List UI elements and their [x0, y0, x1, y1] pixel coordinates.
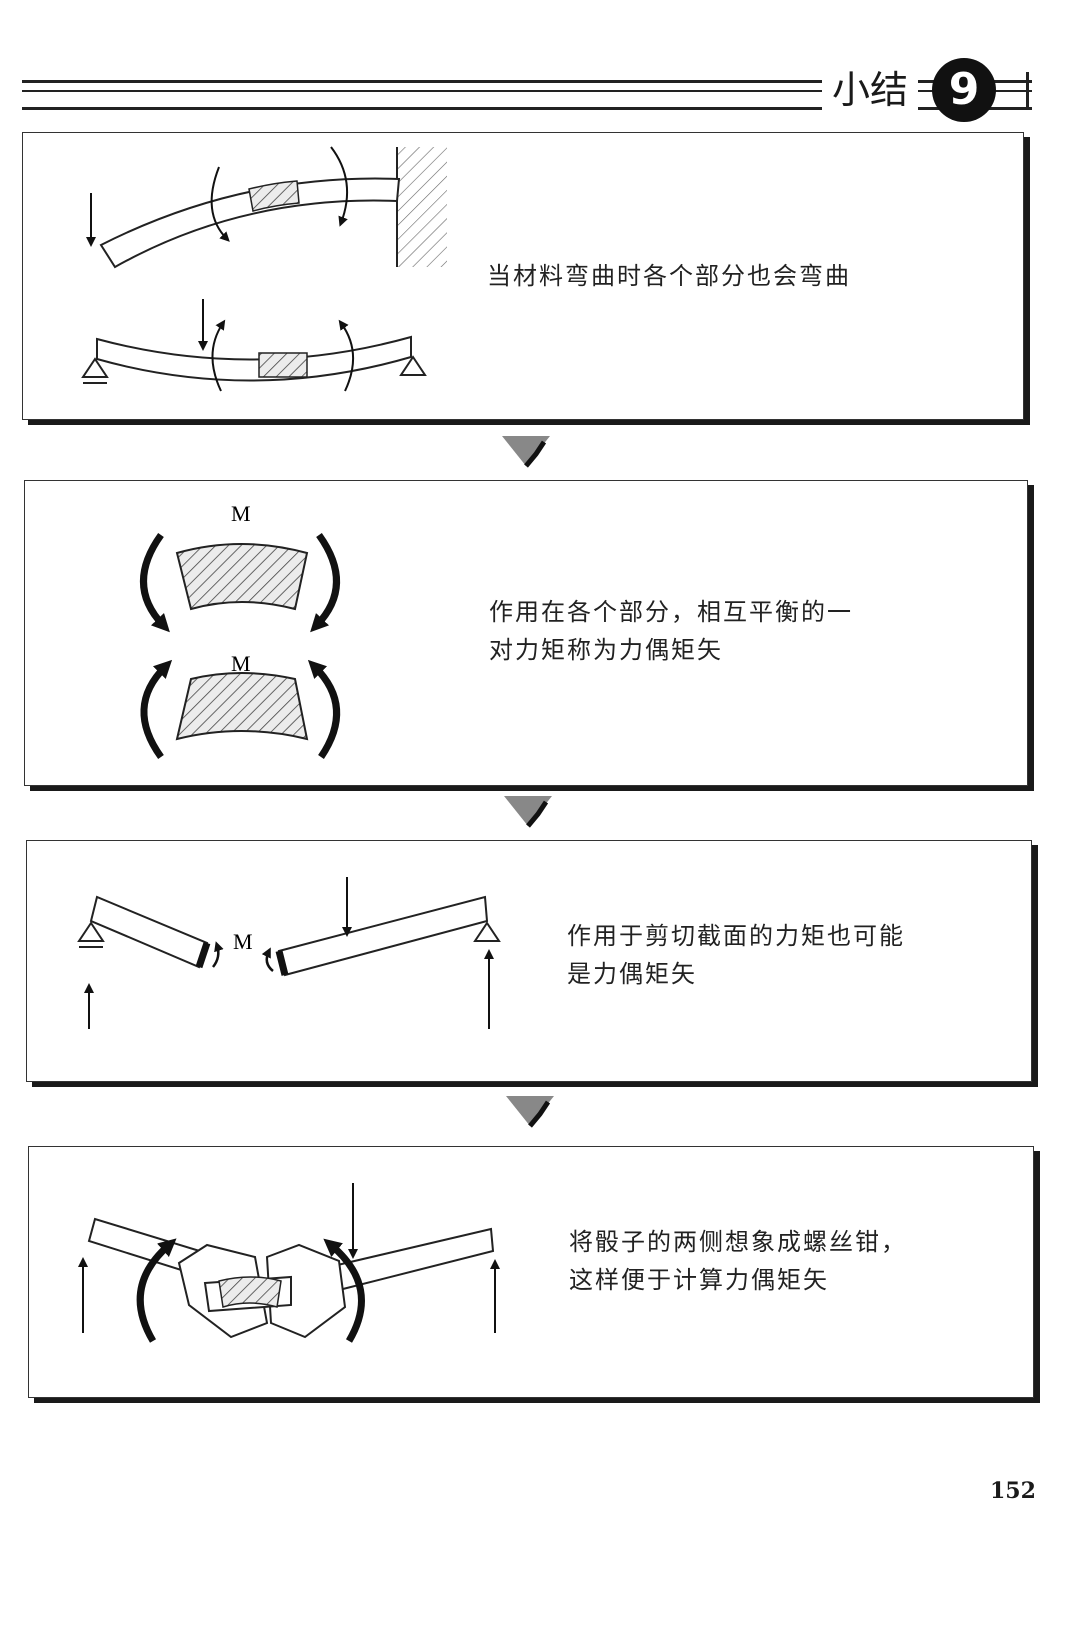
- section-title: 小结: [822, 62, 918, 118]
- roller-support: [399, 355, 427, 376]
- moment-arrow: [261, 947, 274, 972]
- left-beam-piece: [89, 895, 209, 969]
- roller-support: [473, 921, 501, 942]
- panel-caption: 当材料弯曲时各个部分也会弯曲: [487, 262, 851, 290]
- flow-down-arrow-icon: [502, 436, 550, 468]
- page-number: 152: [990, 1478, 1036, 1504]
- cantilever-beam: [99, 177, 401, 269]
- right-beam-piece: [277, 895, 489, 977]
- panel-caption: 作用于剪切截面的力矩也可能 是力偶矩矢: [567, 922, 905, 988]
- panel-caption: 将骰子的两侧想象成螺丝钳， 这样便于计算力偶矩矢: [569, 1228, 907, 1294]
- moment-arrow: [140, 532, 170, 633]
- couple-moment-diagram: M M: [140, 501, 341, 760]
- section-number-badge: 9: [932, 58, 996, 122]
- shear-section-diagram: M: [77, 877, 501, 1029]
- moment-arrow: [136, 1238, 177, 1343]
- hatched-segment-top: [175, 543, 309, 611]
- flow-down-arrow-icon: [504, 796, 552, 828]
- moment-arrow: [310, 532, 340, 633]
- hatched-section: [218, 1276, 282, 1308]
- pin-support: [81, 357, 109, 378]
- moment-arrow: [338, 319, 355, 392]
- moment-arrow: [211, 941, 224, 968]
- flow-down-arrow-icon: [506, 1096, 554, 1128]
- simple-beam: [96, 335, 412, 382]
- right-vise-jaw: [265, 1243, 347, 1339]
- panel-caption: 作用在各个部分，相互平衡的一 对力矩称为力偶矩矢: [489, 598, 853, 664]
- moment-label-bottom: M: [231, 651, 251, 676]
- header-rule-end: [1026, 72, 1029, 108]
- moment-arrow: [210, 166, 230, 242]
- moment-arrow: [140, 659, 173, 760]
- moment-arrow: [307, 659, 341, 759]
- pin-support: [77, 921, 105, 942]
- moment-arrow: [323, 1238, 365, 1343]
- fixed-wall: [397, 147, 447, 267]
- vise-analogy-diagram: [78, 1183, 500, 1343]
- moment-arrow: [211, 319, 226, 392]
- simple-beam-hatched-section: [258, 352, 308, 378]
- header-rule-lines: [22, 80, 1032, 110]
- panel-vise-analogy: 将骰子的两侧想象成螺丝钳， 这样便于计算力偶矩矢: [28, 1146, 1034, 1398]
- panel-shear-section: M 作用于剪切截面的力矩也可能 是力偶矩矢: [26, 840, 1032, 1082]
- panel-couple-moment: M M 作用在各个部分，相互平衡的一 对力矩称为力偶矩矢: [24, 480, 1028, 786]
- cantilever-hatched-section: [248, 180, 300, 212]
- panel-bending-parts: 当材料弯曲时各个部分也会弯曲: [22, 132, 1024, 420]
- moment-arrow: [330, 146, 349, 227]
- moment-label: M: [233, 929, 253, 954]
- bending-beam-diagram: [81, 146, 447, 392]
- moment-label-top: M: [231, 501, 251, 526]
- hatched-segment-bottom: [175, 672, 309, 741]
